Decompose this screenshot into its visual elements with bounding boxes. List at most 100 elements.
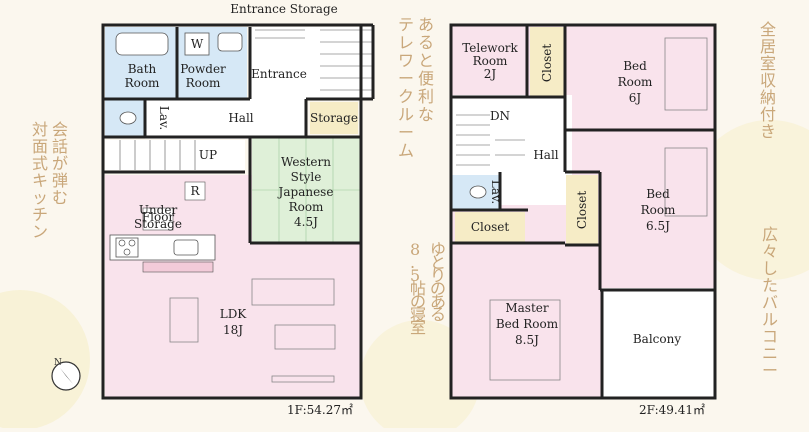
powder-label-1: Powder xyxy=(180,62,226,76)
bed-top-label-2: Room xyxy=(618,75,653,89)
tv-board xyxy=(271,375,335,383)
annotation-telework-char: な xyxy=(418,105,434,124)
r-label: R xyxy=(190,184,200,198)
ldk-label-1: LDK xyxy=(220,307,248,321)
kitchen-counter-bar xyxy=(142,261,214,273)
annotation-kaiwa-char: 会 xyxy=(52,120,68,139)
closet-left-label: Closet xyxy=(575,191,589,230)
annotation-kaiwa-char: が xyxy=(52,154,68,173)
toilet-icon-2f xyxy=(469,185,487,199)
annotation-zenkyo-char: 室 xyxy=(760,54,776,73)
annotation-kaiwa-char: ッ xyxy=(32,188,48,207)
annotation-telework-char: と xyxy=(418,51,434,70)
annotation-yutori-char: の xyxy=(410,292,426,311)
under-floor-label-3: Storage xyxy=(134,217,182,231)
stair-1f xyxy=(105,140,245,170)
ldk-label-2: 18J xyxy=(223,323,243,337)
annotation-telework-char: レ xyxy=(398,33,414,52)
telework-label-1: Telework xyxy=(462,41,518,55)
annotation-zenkyo-char: 居 xyxy=(760,37,776,56)
annotation-yutori-char: 5 xyxy=(410,266,420,285)
under-floor-label-2: Floor xyxy=(142,210,175,224)
annotation-yutori-char: と xyxy=(430,253,446,272)
stair-ext xyxy=(308,27,373,99)
western-label-5: 4.5J xyxy=(294,215,318,229)
master-label-1: Master xyxy=(505,301,549,315)
bed-mid-label-2: Room xyxy=(641,203,676,217)
under-floor-label-1: Under xyxy=(139,203,178,217)
bg-flower-decoration-3 xyxy=(690,120,809,280)
walls-1f xyxy=(101,23,375,400)
floor-1-plan: Entrance Storage Bath Room W Powder Room… xyxy=(101,2,375,417)
annotation-telework-char: あ xyxy=(418,15,434,34)
entrance-storage-label: Entrance Storage xyxy=(230,2,338,16)
dining-table xyxy=(169,297,199,343)
hall-1f xyxy=(145,99,305,139)
annotation-zenkyo-char: 付 xyxy=(760,105,776,124)
bed-top-label-3: 6J xyxy=(629,91,642,105)
annotation-zenkyo-char: 全 xyxy=(760,20,776,39)
bed-mid-label-1: Bed xyxy=(646,187,670,201)
sink-icon xyxy=(217,32,243,52)
stove-icon xyxy=(115,237,139,258)
balcony-label: Balcony xyxy=(633,332,681,346)
annotation-yutori-char: 寝 xyxy=(410,305,426,324)
toilet-icon xyxy=(119,111,137,125)
annotation-kaiwa-char: 対 xyxy=(32,120,48,139)
annotation-yutori-char: 8 xyxy=(410,240,420,259)
annotation-telework-char: ワ xyxy=(398,51,414,70)
annotation-telework-char: ク xyxy=(398,87,414,106)
entrance-label: Entrance xyxy=(251,67,307,81)
annotation-kaiwa-char: む xyxy=(52,188,68,207)
annotation-zenkyo-char: 収 xyxy=(760,71,776,90)
closet-mid xyxy=(455,212,525,242)
annotation-kaiwa-char: キ xyxy=(32,171,48,190)
annotation-telework-char: る xyxy=(418,33,434,52)
hall-label-2f: Hall xyxy=(533,148,558,162)
closet-left-bed xyxy=(566,175,598,245)
closet-top xyxy=(530,27,565,97)
storage-label-1f: Storage xyxy=(310,111,358,125)
walls-2f xyxy=(449,23,717,400)
annotation-hirobiro-char: コ xyxy=(762,327,778,346)
annotation-telework-char: 利 xyxy=(418,87,434,106)
annotation-zenkyo-char: 納 xyxy=(760,88,776,107)
svg-text:N: N xyxy=(54,358,62,368)
bath-label-2: Room xyxy=(125,76,160,90)
annotation-yutori-char: 帖 xyxy=(410,279,426,298)
annotation-telework-char: ー xyxy=(398,69,414,88)
master-label-2: Bed Room xyxy=(496,317,559,331)
annotation-telework-char: ム xyxy=(398,141,414,160)
telework-label-3: 2J xyxy=(484,67,497,81)
telework-label-2: Room xyxy=(473,54,508,68)
annotation-yutori-char: る xyxy=(430,305,446,324)
living-table xyxy=(274,324,336,350)
annotation-kaiwa-char: チ xyxy=(32,205,48,224)
powder-label-2: Room xyxy=(186,76,221,90)
entrance xyxy=(250,27,308,99)
bed-top xyxy=(664,37,708,111)
annotation-telework-char: ル xyxy=(398,105,414,124)
annotation-hirobiro-char: バ xyxy=(762,293,778,312)
washing-machine-icon xyxy=(184,32,210,56)
annotations: 会話が弾む対面式キッチンあると便利なテレワークルームゆとりのある8.5帖の寝室全… xyxy=(32,15,778,380)
annotation-hirobiro-char: ニ xyxy=(762,344,778,363)
master-label-3: 8.5J xyxy=(515,333,539,347)
western-label-1: Western xyxy=(281,155,331,169)
annotation-kaiwa-char: ン xyxy=(32,222,48,241)
annotation-telework-char: ー xyxy=(398,123,414,142)
bed-master xyxy=(489,299,561,381)
western-label-2: Style xyxy=(291,170,322,184)
annotation-kaiwa-char: 話 xyxy=(52,137,68,156)
annotation-hirobiro-char: た xyxy=(762,276,778,295)
annotation-yutori-char: 室 xyxy=(410,318,426,337)
floor1-area: 1F:54.27㎡ xyxy=(287,403,353,417)
closet-mid-label: Closet xyxy=(471,220,510,234)
tatami-grid xyxy=(252,137,360,243)
bed-mid xyxy=(664,147,708,217)
western-label-4: Room xyxy=(289,200,324,214)
western-label-3: Japanese xyxy=(277,185,334,199)
annotation-kaiwa-char: 式 xyxy=(32,154,48,173)
